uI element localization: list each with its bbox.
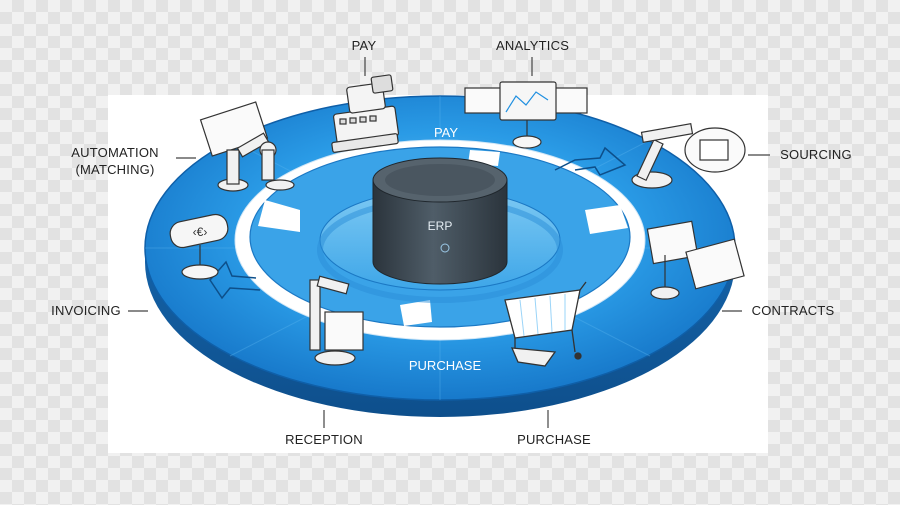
callout-reception: RECEPTION <box>285 432 363 447</box>
sourcing-lamp-icon <box>631 123 746 189</box>
analytics-monitor-icon <box>464 81 588 149</box>
ring-band-label-purchase: PURCHASE <box>409 358 482 373</box>
ring-spokes <box>258 150 628 326</box>
callout-automation-line2: (MATCHING) <box>75 162 155 177</box>
ring-band-label-pay: PAY <box>434 125 458 140</box>
erp-label: ERP <box>428 219 453 233</box>
cash-register-icon <box>331 74 399 153</box>
callout-sourcing: SOURCING <box>780 147 852 162</box>
leader-lines <box>128 57 770 428</box>
callout-contracts: CONTRACTS <box>751 303 835 318</box>
callout-invoicing: INVOICING <box>51 303 121 318</box>
flow-arrow-left <box>209 260 261 300</box>
invoice-mailbox-icon: ‹€› <box>169 213 229 280</box>
callout-purchase: PURCHASE <box>517 432 591 447</box>
callout-automation-line1: AUTOMATION <box>71 145 159 160</box>
callout-automation: AUTOMATION (MATCHING) <box>60 144 170 178</box>
shopping-cart-icon <box>504 281 587 367</box>
scanner-box-icon <box>309 275 364 366</box>
robot-arm-icon <box>199 101 295 192</box>
callout-pay: PAY <box>351 38 377 53</box>
callout-analytics: ANALYTICS <box>496 38 570 53</box>
flow-arrow-right <box>554 146 627 176</box>
erp-power-icon <box>440 243 450 253</box>
svg-text:‹€›: ‹€› <box>193 225 208 239</box>
contract-documents-icon <box>646 220 745 300</box>
erp-cylinder: ERP <box>372 157 508 285</box>
